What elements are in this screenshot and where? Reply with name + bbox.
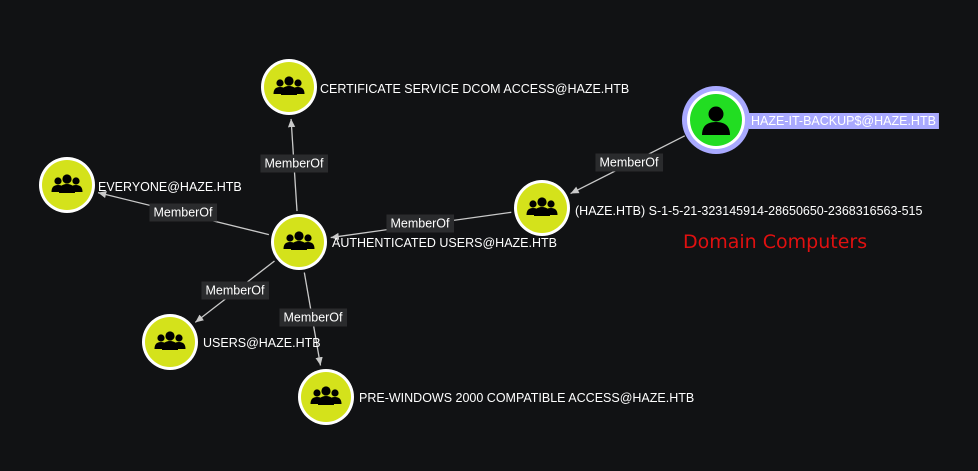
edge-label-background xyxy=(279,308,348,327)
edge-label-text: MemberOf xyxy=(205,284,265,298)
edge-label[interactable]: MemberOf xyxy=(279,308,348,327)
edge-label-background xyxy=(201,281,270,300)
edge-label[interactable]: MemberOf xyxy=(149,203,218,222)
node-it-backup[interactable]: HAZE-IT-BACKUP$@HAZE.HTB xyxy=(682,86,939,154)
node-auth-users[interactable]: AUTHENTICATED USERS@HAZE.HTB xyxy=(271,214,557,270)
edge-label-text: MemberOf xyxy=(264,157,324,171)
node-label: (HAZE.HTB) S-1-5-21-323145914-28650650-2… xyxy=(575,204,922,218)
edge-label-background xyxy=(149,203,218,222)
edge-label-text: MemberOf xyxy=(599,156,659,170)
edge-label[interactable]: MemberOf xyxy=(260,154,329,173)
selected-label-background xyxy=(749,113,939,129)
edge-label-text: MemberOf xyxy=(390,217,450,231)
edge-label[interactable]: MemberOf xyxy=(386,214,455,233)
edge-label[interactable]: MemberOf xyxy=(201,281,270,300)
node-pre2000[interactable]: PRE-WINDOWS 2000 COMPATIBLE ACCESS@HAZE.… xyxy=(298,369,694,425)
edge-label-text: MemberOf xyxy=(153,206,213,220)
node-label: AUTHENTICATED USERS@HAZE.HTB xyxy=(332,236,557,250)
node-label: HAZE-IT-BACKUP$@HAZE.HTB xyxy=(751,114,936,128)
edge-label[interactable]: MemberOf xyxy=(595,153,664,172)
edge-label-background xyxy=(386,214,455,233)
node-label: USERS@HAZE.HTB xyxy=(203,336,321,350)
node-users[interactable]: USERS@HAZE.HTB xyxy=(142,314,321,370)
node-label: EVERYONE@HAZE.HTB xyxy=(98,180,242,194)
nodes-layer: CERTIFICATE SERVICE DCOM ACCESS@HAZE.HTB… xyxy=(39,59,939,425)
edge-label-background xyxy=(595,153,664,172)
edge-labels-layer: MemberOfMemberOfMemberOfMemberOfMemberOf… xyxy=(149,153,664,327)
node-everyone[interactable]: EVERYONE@HAZE.HTB xyxy=(39,157,242,213)
node-cert-dcom[interactable]: CERTIFICATE SERVICE DCOM ACCESS@HAZE.HTB xyxy=(261,59,629,115)
node-domain-computers[interactable]: (HAZE.HTB) S-1-5-21-323145914-28650650-2… xyxy=(514,180,922,236)
domain-computers-annotation: Domain Computers xyxy=(683,231,867,253)
edge-label-text: MemberOf xyxy=(283,311,343,325)
node-label: PRE-WINDOWS 2000 COMPATIBLE ACCESS@HAZE.… xyxy=(359,391,694,405)
edge-label-background xyxy=(260,154,329,173)
node-label: CERTIFICATE SERVICE DCOM ACCESS@HAZE.HTB xyxy=(320,82,629,96)
